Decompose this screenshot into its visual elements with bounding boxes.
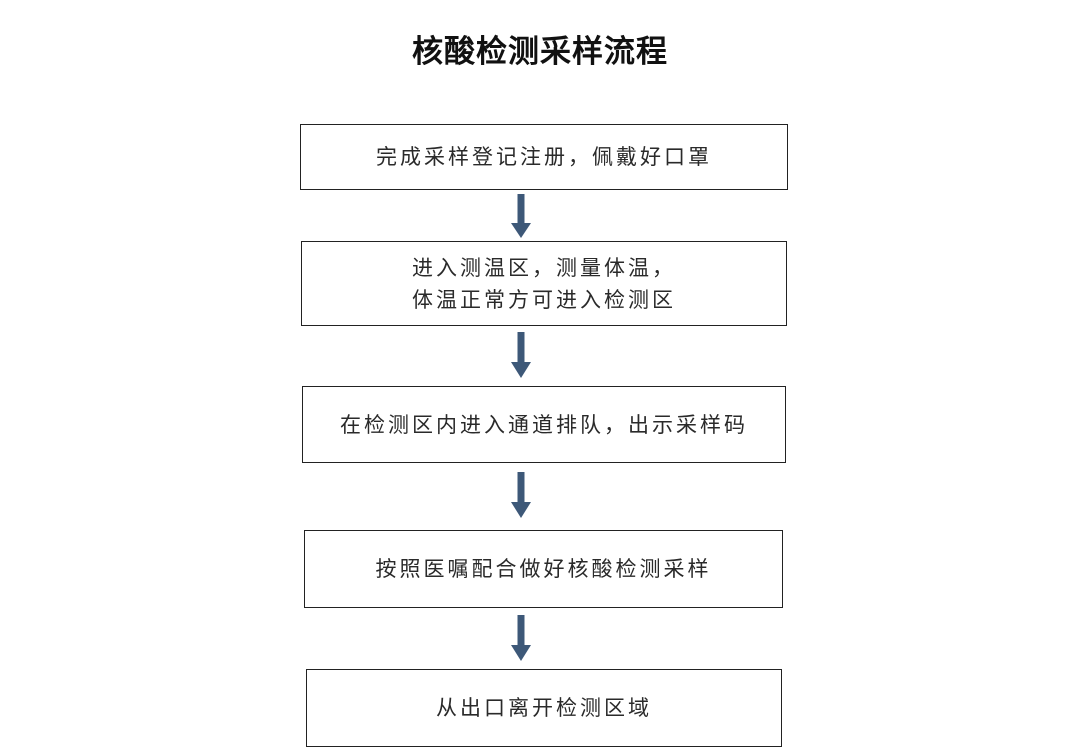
step-2-text-line-2: 体温正常方可进入检测区 xyxy=(412,287,676,312)
flowchart-title: 核酸检测采样流程 xyxy=(412,34,668,70)
step-3-box: 在检测区内进入通道排队，出示采样码 xyxy=(302,386,786,463)
step-1-box: 完成采样登记注册，佩戴好口罩 xyxy=(300,124,788,190)
step-4-text: 按照医嘱配合做好核酸检测采样 xyxy=(375,557,712,581)
step-1-text: 完成采样登记注册，佩戴好口罩 xyxy=(376,145,712,169)
arrow-down-icon xyxy=(511,194,531,238)
arrow-down-icon xyxy=(511,615,531,661)
arrow-down-icon xyxy=(511,332,531,378)
step-4-box: 按照医嘱配合做好核酸检测采样 xyxy=(304,530,783,608)
step-2-box: 进入测温区，测量体温， 体温正常方可进入检测区 xyxy=(301,241,787,326)
step-5-box: 从出口离开检测区域 xyxy=(306,669,782,747)
step-5-text: 从出口离开检测区域 xyxy=(436,696,652,720)
step-2-text-line-1: 进入测温区，测量体温， xyxy=(412,255,676,280)
step-3-text: 在检测区内进入通道排队，出示采样码 xyxy=(340,412,748,437)
arrow-down-icon xyxy=(511,472,531,518)
